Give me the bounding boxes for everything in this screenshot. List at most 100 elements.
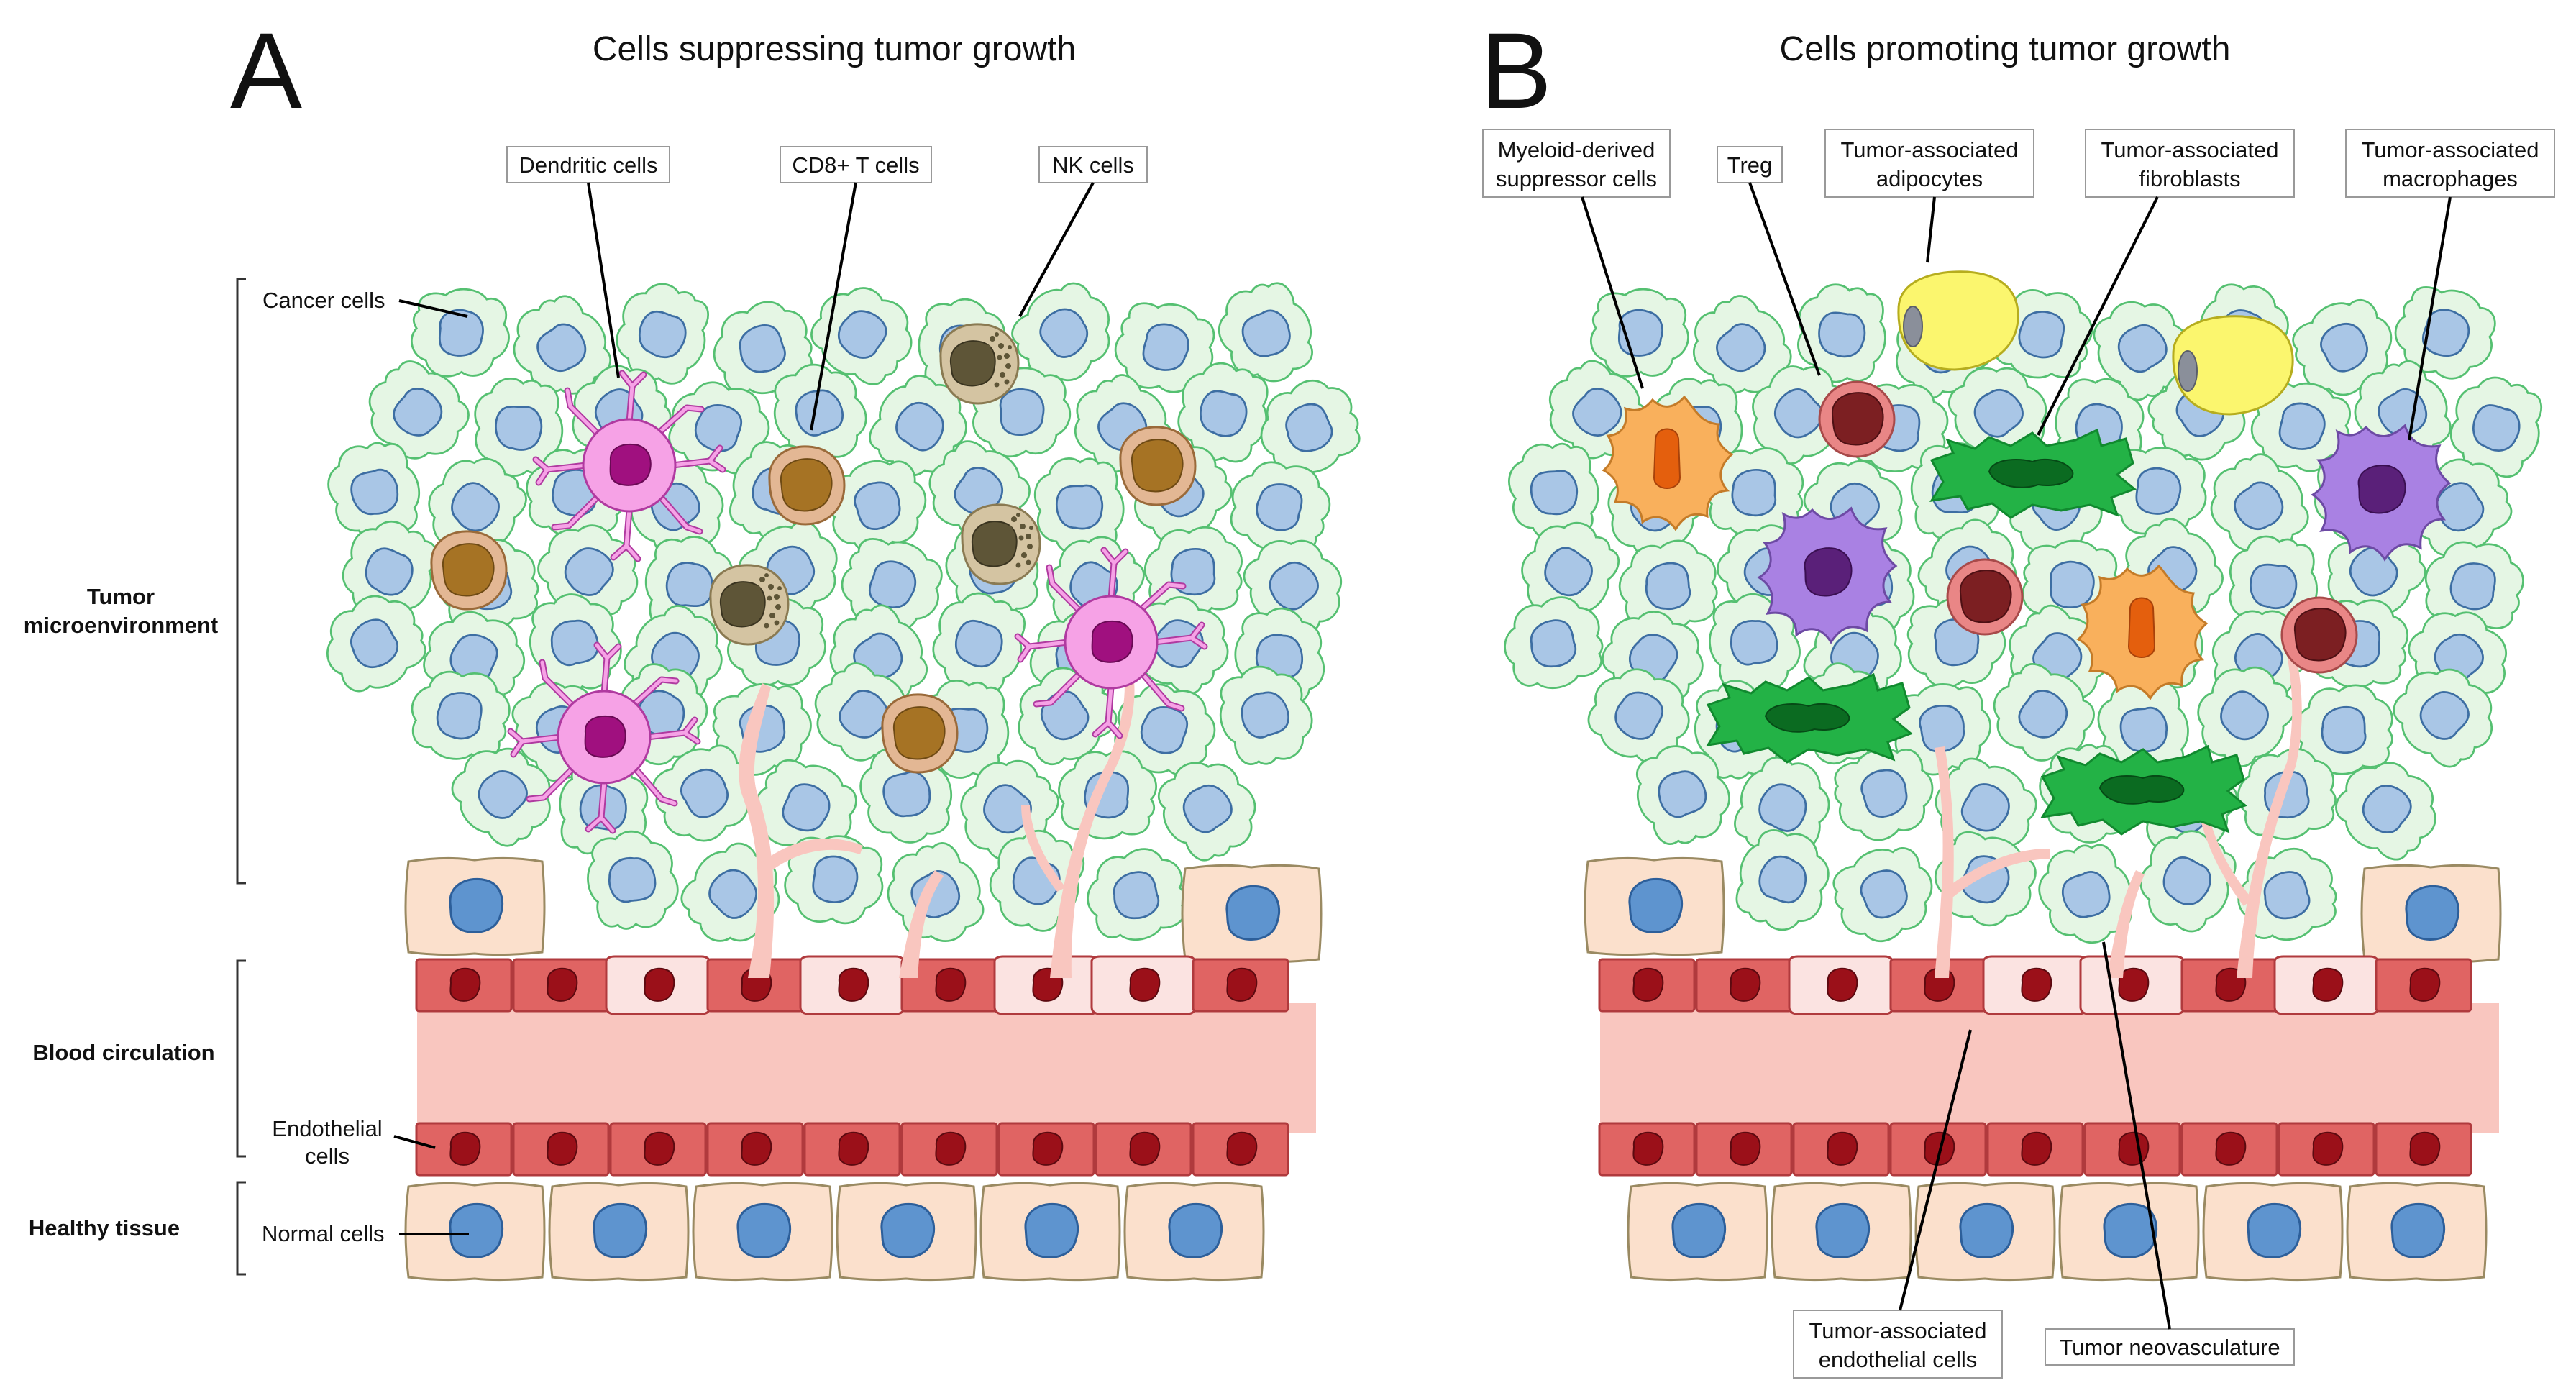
label-blood-circulation: Blood circulation xyxy=(32,1040,214,1065)
svg-text:fibroblasts: fibroblasts xyxy=(2139,166,2240,191)
callout-cd8-t-cells: CD8+ T cells xyxy=(780,146,932,431)
normal-cell xyxy=(1914,1182,2056,1282)
normal-cell xyxy=(2360,864,2502,964)
cancer-cell xyxy=(1589,288,1689,378)
panel-b-blood-vessel xyxy=(1598,955,2499,1177)
svg-text:endothelial cells: endothelial cells xyxy=(1819,1347,1978,1372)
endothelial-cell xyxy=(2375,1122,2472,1177)
panel-b-title: Cells promoting tumor growth xyxy=(1780,30,2231,68)
adipocyte xyxy=(2172,315,2294,416)
svg-text:Tumor-associated: Tumor-associated xyxy=(1809,1318,1987,1343)
adipocyte xyxy=(1897,270,2019,371)
callout-neovasculature: Tumor neovasculature xyxy=(2045,941,2295,1366)
callout-nk-cells: NK cells xyxy=(1018,146,1148,317)
label-cancer-cells: Cancer cells xyxy=(262,288,385,313)
callout-endothelial: Tumor-associated endothelial cells xyxy=(1793,1029,2003,1379)
callout-dendritic-cells: Dendritic cells xyxy=(506,146,670,378)
callout-adipocytes: Tumor-associated adipocytes xyxy=(1824,129,2034,263)
treg-cell xyxy=(1946,558,2024,636)
cancer-cell xyxy=(872,828,1000,960)
label-tumor-microenvironment-line2: microenvironment xyxy=(24,613,218,638)
panel-b: B Cells promoting tumor growth xyxy=(1480,10,2555,1379)
endothelial-cell xyxy=(1598,958,1696,1013)
svg-text:Treg: Treg xyxy=(1727,152,1773,178)
endothelial-cell xyxy=(1788,955,1894,1015)
normal-cell xyxy=(404,856,546,956)
cd8-t-cell xyxy=(430,530,508,611)
label-tumor-microenvironment-line1: Tumor xyxy=(87,584,155,609)
endothelial-cell xyxy=(2375,958,2472,1013)
endothelial-cell xyxy=(1095,1122,1192,1177)
label-healthy-tissue: Healthy tissue xyxy=(29,1215,180,1241)
callout-macrophages: Tumor-associated macrophages xyxy=(2345,129,2555,441)
normal-cell xyxy=(1584,856,1725,956)
svg-text:Dendritic cells: Dendritic cells xyxy=(519,152,658,178)
panel-a-blood-vessel xyxy=(415,955,1316,1177)
nk-cell xyxy=(939,323,1020,405)
nk-cell xyxy=(961,503,1041,585)
normal-cell xyxy=(2058,1182,2200,1282)
endothelial-cell xyxy=(1598,1122,1696,1177)
endothelial-cell xyxy=(1192,1122,1289,1177)
endothelial-cell xyxy=(512,1122,610,1177)
endothelial-cell xyxy=(1889,1122,1987,1177)
svg-text:Tumor-associated: Tumor-associated xyxy=(2101,137,2279,163)
endothelial-cell xyxy=(415,1122,513,1177)
normal-cell xyxy=(1181,864,1323,964)
svg-text:Tumor-associated: Tumor-associated xyxy=(1841,137,2019,163)
cancer-cell xyxy=(1819,832,1948,956)
panel-a-title: Cells suppressing tumor growth xyxy=(593,30,1076,68)
treg-cell xyxy=(2280,596,2358,674)
left-brackets xyxy=(236,278,246,1276)
callout-fibroblasts: Tumor-associated fibroblasts xyxy=(2037,129,2295,436)
endothelial-cell xyxy=(512,958,610,1013)
endothelial-cell xyxy=(1982,955,2088,1015)
endothelial-cell xyxy=(799,955,905,1015)
cancer-cell xyxy=(667,828,799,961)
endothelial-cell xyxy=(2079,955,2186,1015)
endothelial-cell xyxy=(1695,1122,1793,1177)
endothelial-cell xyxy=(1986,1122,2084,1177)
cd8-t-cell xyxy=(768,445,846,526)
svg-text:suppressor cells: suppressor cells xyxy=(1496,166,1657,191)
endothelial-cell xyxy=(2083,1122,2181,1177)
normal-cell xyxy=(2346,1182,2488,1282)
cd8-t-cell xyxy=(881,693,959,774)
panel-b-letter: B xyxy=(1480,10,1552,131)
panel-a-letter: A xyxy=(230,10,302,131)
endothelial-cell xyxy=(605,955,711,1015)
svg-text:CD8+ T cells: CD8+ T cells xyxy=(792,152,919,178)
label-normal-cells: Normal cells xyxy=(262,1221,385,1246)
endothelial-cell xyxy=(2273,955,2380,1015)
normal-cell xyxy=(836,1182,977,1282)
panel-a: A Cells suppressing tumor growth xyxy=(24,10,1374,1282)
endothelial-cell xyxy=(997,1122,1095,1177)
callout-mdsc: Myeloid-derived suppressor cells xyxy=(1482,129,1671,389)
svg-text:Tumor-associated: Tumor-associated xyxy=(2362,137,2539,163)
endothelial-cell xyxy=(415,958,513,1013)
nk-cell xyxy=(709,564,790,646)
normal-cell xyxy=(2202,1182,2344,1282)
svg-text:macrophages: macrophages xyxy=(2383,166,2518,191)
cancer-cell xyxy=(1077,839,1197,952)
endothelial-cell xyxy=(993,955,1100,1015)
normal-cell xyxy=(548,1182,690,1282)
endothelial-cell xyxy=(1792,1122,1890,1177)
normal-cell xyxy=(1627,1182,1768,1282)
endothelial-cell xyxy=(706,1122,804,1177)
endothelial-cell xyxy=(1695,958,1793,1013)
endothelial-cell xyxy=(609,1122,707,1177)
endothelial-cell xyxy=(2278,1122,2375,1177)
normal-cell xyxy=(692,1182,833,1282)
cancer-cell xyxy=(410,288,510,378)
svg-text:NK cells: NK cells xyxy=(1052,152,1134,178)
label-endothelial-line2: cells xyxy=(305,1143,350,1169)
panel-b-neovessels xyxy=(1935,646,2302,978)
endothelial-cell xyxy=(1090,955,1197,1015)
normal-cell xyxy=(979,1182,1121,1282)
svg-text:Tumor neovasculature: Tumor neovasculature xyxy=(2059,1335,2280,1360)
callout-treg: Treg xyxy=(1717,146,1821,376)
svg-text:adipocytes: adipocytes xyxy=(1876,166,1983,191)
